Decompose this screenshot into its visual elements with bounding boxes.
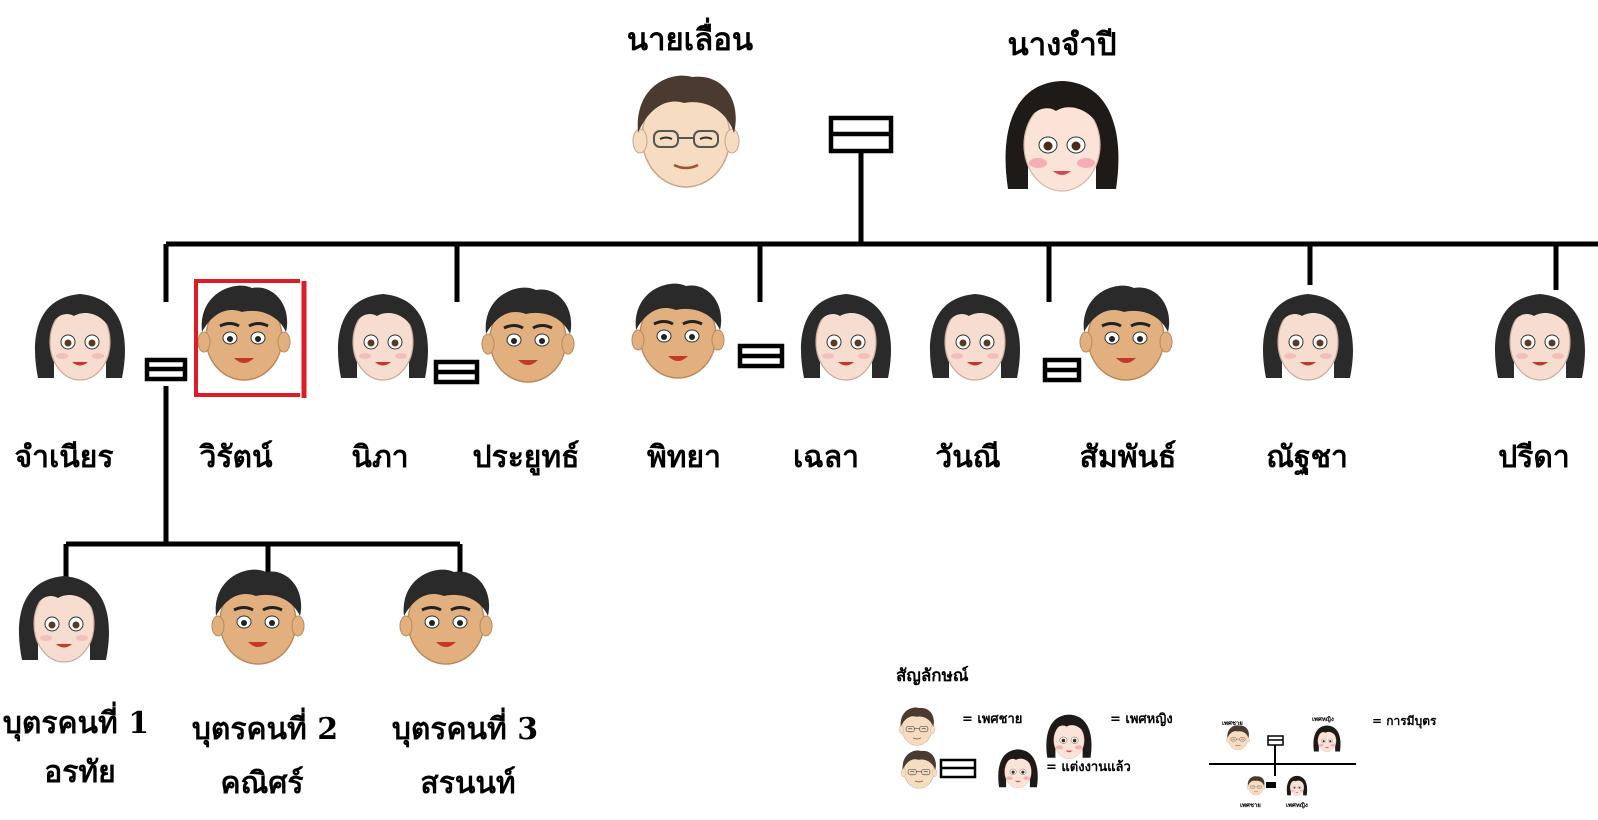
female-avatar <box>34 293 126 381</box>
grandchild-order-1: บุตรคนที่ 1 <box>2 706 150 741</box>
legend-mini-female-caption: เพศหญิง <box>1312 716 1334 723</box>
male-avatar <box>196 284 292 382</box>
grandchild-name-1: อรทัย <box>44 755 116 790</box>
grandmother-name: นางจำปี <box>1007 27 1117 63</box>
elder-man-avatar <box>631 74 741 189</box>
legend-mini-male-caption-2: เพศชาย <box>1240 802 1261 809</box>
female-avatar <box>1262 293 1354 381</box>
marriage-symbols <box>144 115 1082 385</box>
marriage-symbol-grandparents <box>828 115 894 154</box>
grandchild-order-3: บุตรคนที่ 3 <box>391 712 539 747</box>
female-avatar <box>929 293 1021 381</box>
male-avatar <box>630 282 726 380</box>
child-name-9: ณัฐชา <box>1266 440 1348 475</box>
grandfather-name: นายเลื่อน <box>626 22 754 58</box>
elder-woman-avatar <box>1004 80 1120 192</box>
child-name-1: จำเนียร <box>14 440 114 475</box>
legend-female-label: = เพศหญิง <box>1110 712 1173 727</box>
male-avatar <box>480 286 576 384</box>
child-name-2: วิรัตน์ <box>199 440 273 475</box>
legend-title: สัญลักษณ์ <box>896 666 969 686</box>
child-name-4: ประยูทธ์ <box>472 440 580 475</box>
grandchild-name-3: สรนนท์ <box>420 766 516 801</box>
legend-has-children-label: = การมีบุตร <box>1372 714 1437 728</box>
legend-mini-female-caption-2: เพศหญิง <box>1286 802 1308 809</box>
marriage-symbol-4 <box>1042 357 1082 383</box>
child-name-7: วันณี <box>935 440 1001 475</box>
marriage-symbol-1 <box>144 357 188 382</box>
child-name-8: สัมพันธ์ <box>1079 440 1177 475</box>
highlight-box <box>194 279 307 398</box>
female-avatar <box>337 293 429 381</box>
male-avatar <box>398 568 494 666</box>
legend-male-label: = เพศชาย <box>962 712 1023 727</box>
female-avatar <box>1494 293 1586 381</box>
male-avatar <box>1078 284 1174 382</box>
child-name-6: เฉลา <box>793 440 859 475</box>
female-avatar <box>18 575 110 663</box>
connector-lines <box>63 150 1598 580</box>
marriage-symbol-2 <box>433 359 480 385</box>
child-name-3: นิภา <box>351 440 409 475</box>
legend-married-label: = แต่งงานแล้ว <box>1046 760 1131 775</box>
male-avatar <box>210 568 306 666</box>
grandchild-order-2: บุตรคนที่ 2 <box>191 712 339 747</box>
marriage-symbol-3 <box>737 343 785 369</box>
legend-graphics <box>898 707 1356 796</box>
legend-mini-male-caption: เพศชาย <box>1222 720 1243 727</box>
female-avatar <box>800 293 892 381</box>
grandchild-name-2: คณิศร์ <box>220 766 304 801</box>
child-name-5: พิทยา <box>647 440 721 475</box>
child-name-10: ปรีดา <box>1498 440 1570 475</box>
